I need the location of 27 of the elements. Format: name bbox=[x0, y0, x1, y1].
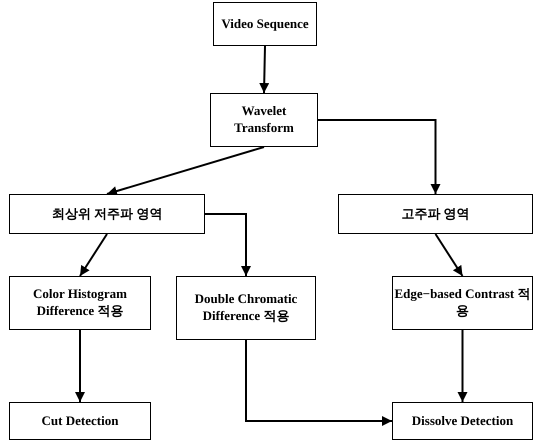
box-label: 고주파 영역 bbox=[401, 206, 470, 222]
box-label: Video Sequence bbox=[221, 16, 309, 32]
arrow bbox=[79, 233, 108, 277]
box-label: Double Chromatic Difference 적용 bbox=[194, 291, 298, 325]
box-label: Wavelet Transform bbox=[233, 103, 295, 137]
box-label: Dissolve Detection bbox=[412, 412, 514, 430]
process-box bbox=[392, 276, 533, 330]
process-box bbox=[213, 2, 317, 46]
arrow bbox=[458, 330, 468, 402]
process-box bbox=[9, 402, 151, 440]
arrow bbox=[259, 46, 270, 94]
arrow bbox=[318, 119, 440, 194]
box-label: Cut Detection bbox=[42, 412, 118, 430]
process-box bbox=[176, 276, 316, 340]
process-box bbox=[392, 402, 533, 440]
arrow bbox=[245, 340, 392, 426]
box-label: 최상위 저주파 영역 bbox=[52, 206, 162, 222]
box-label: Edge−based Contrast 적용 bbox=[394, 286, 532, 320]
arrow bbox=[75, 330, 85, 402]
arrow bbox=[434, 233, 464, 277]
process-box bbox=[9, 276, 151, 330]
arrow bbox=[106, 146, 264, 196]
process-box bbox=[338, 194, 533, 234]
process-box bbox=[210, 93, 318, 147]
process-box bbox=[9, 194, 205, 234]
arrow bbox=[205, 213, 251, 276]
box-label: Color Histogram Difference 적용 bbox=[32, 286, 128, 320]
